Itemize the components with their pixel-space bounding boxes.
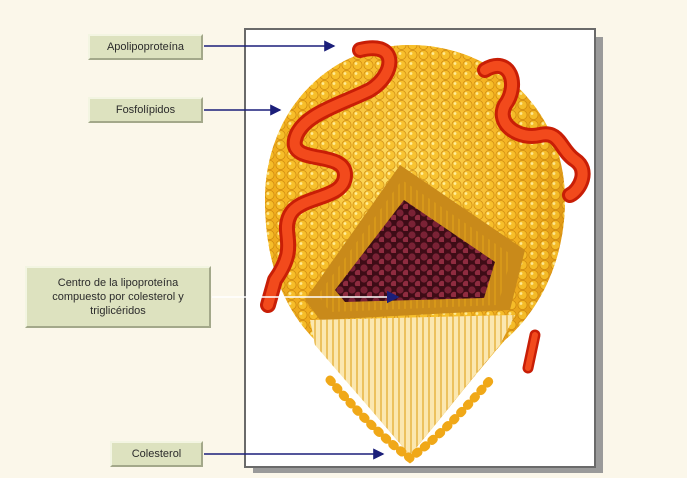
- arrows-layer: [0, 0, 687, 478]
